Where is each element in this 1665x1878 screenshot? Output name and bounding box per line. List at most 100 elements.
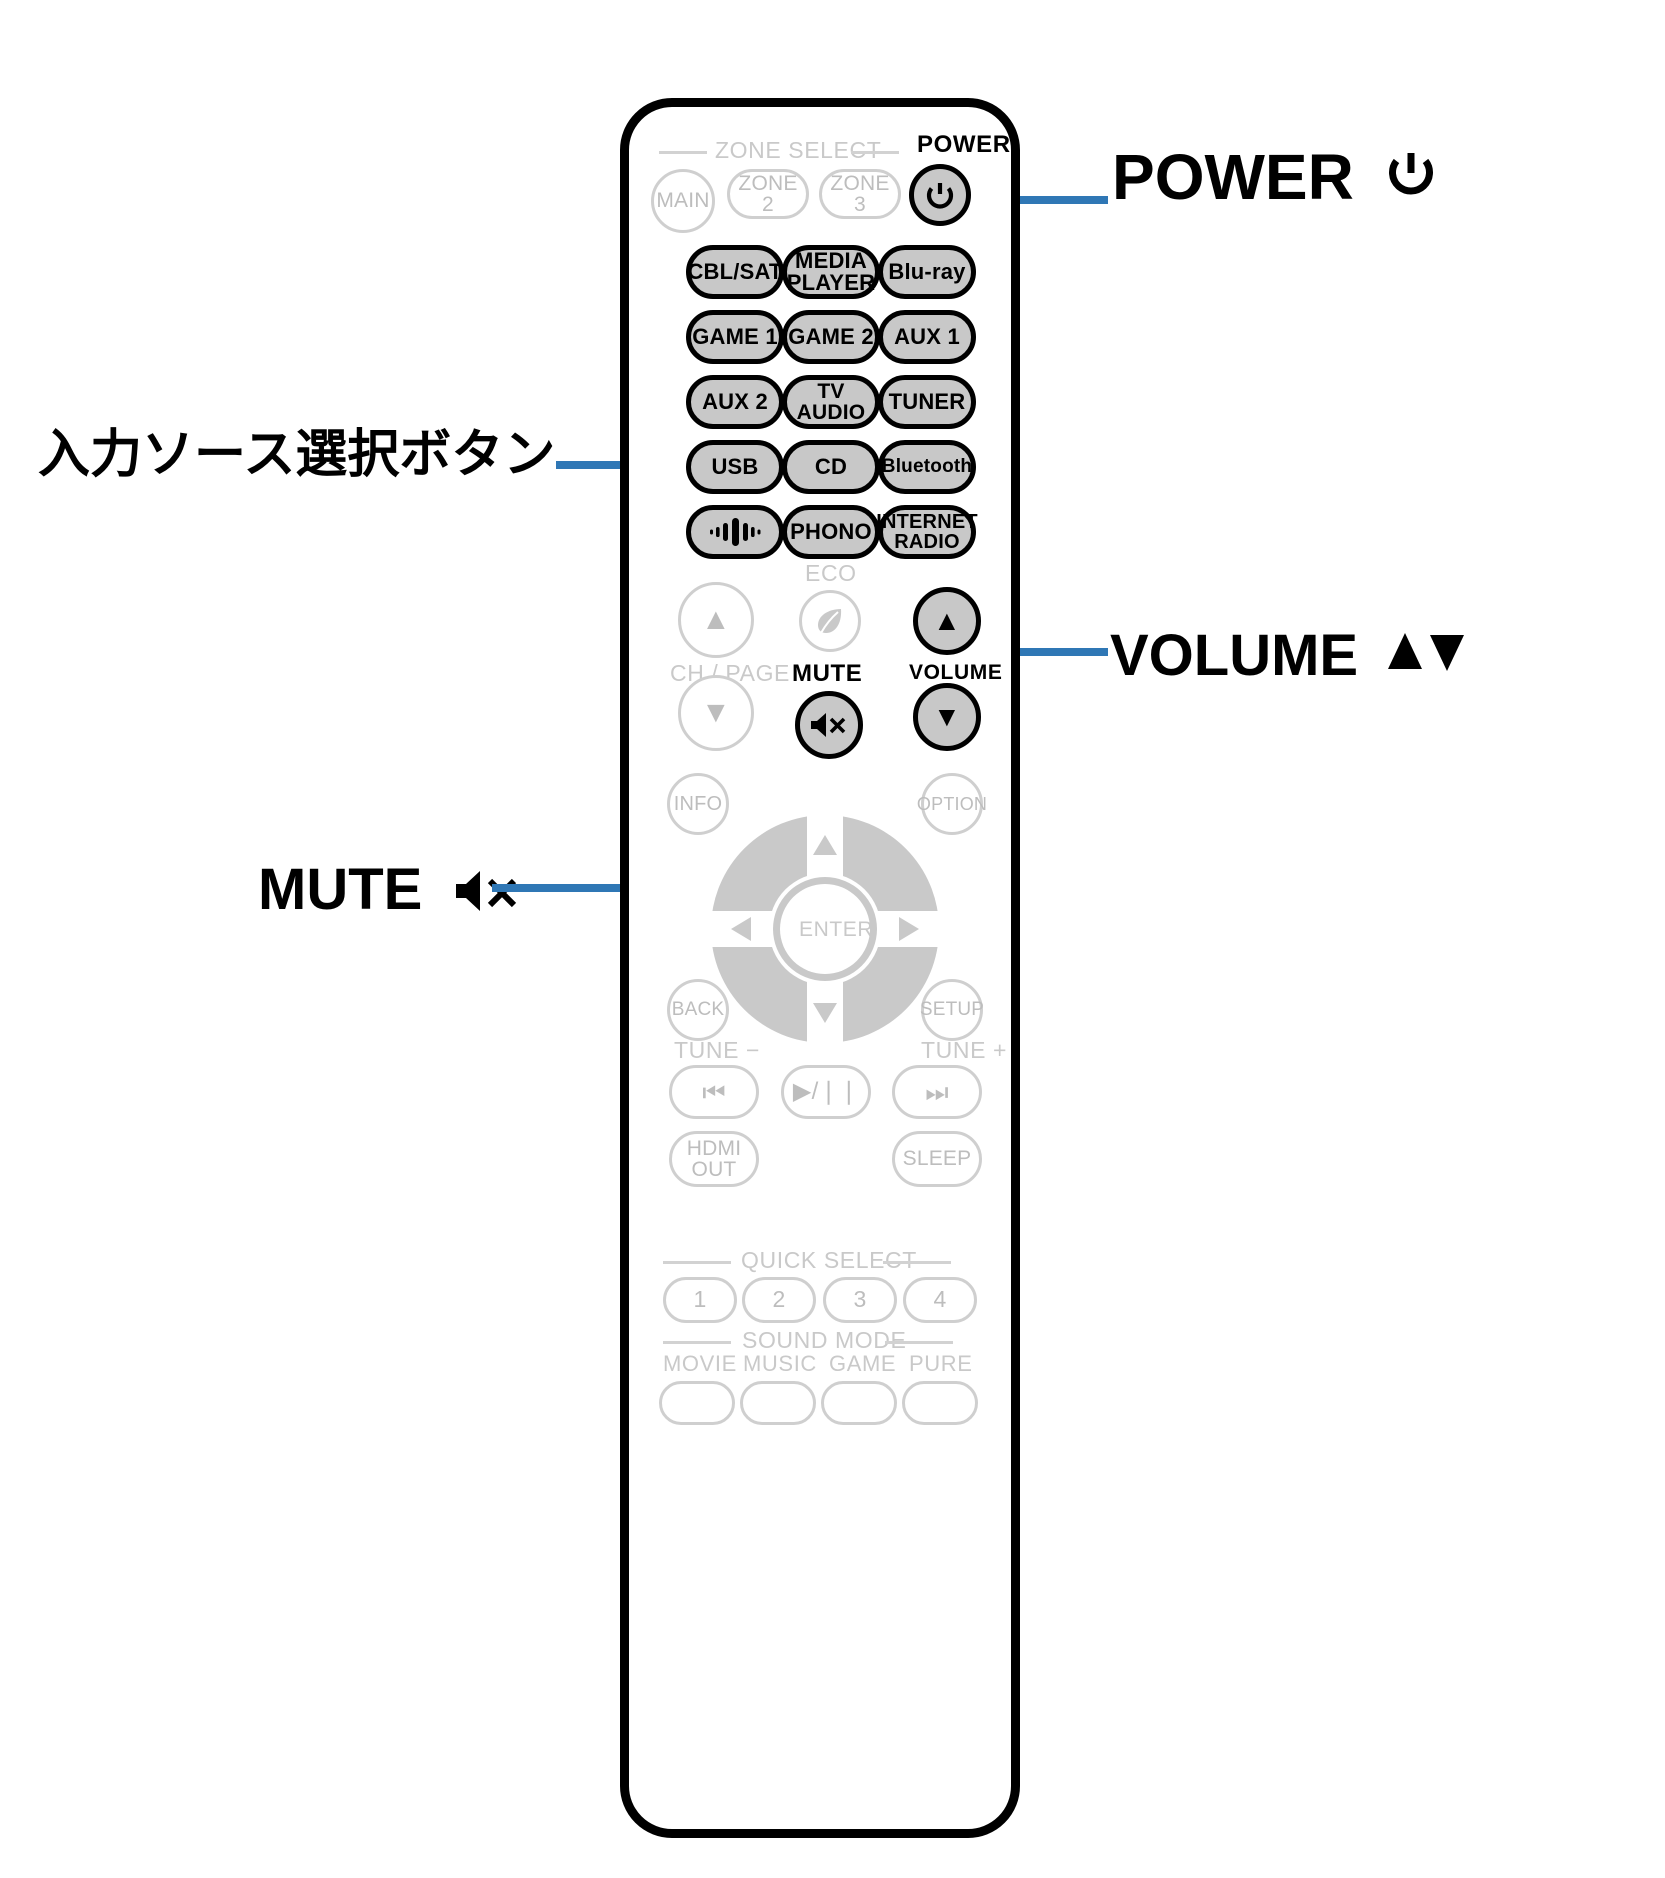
sleep-button[interactable]: SLEEP bbox=[892, 1131, 982, 1187]
source-button-usb-label: USB bbox=[711, 453, 759, 479]
quick-select-button-2-label: 2 bbox=[772, 1286, 786, 1313]
remote-control-body: ZONE SELECT MAIN ZONE 2 ZONE 3 POWER CBL… bbox=[620, 98, 1020, 1838]
callout-input-sources: 入力ソース選択ボタン bbox=[38, 412, 555, 487]
sound-mode-label-movie: MOVIE bbox=[663, 1351, 737, 1376]
option-button[interactable]: OPTION bbox=[917, 773, 987, 835]
callout-power: POWER bbox=[1112, 140, 1436, 214]
quick-select-button-2[interactable]: 2 bbox=[742, 1277, 816, 1323]
source-button-cd[interactable]: CD bbox=[782, 440, 880, 494]
source-button-media-player-line1: MEDIA bbox=[795, 247, 867, 273]
quick-select-button-3-label: 3 bbox=[853, 1286, 867, 1313]
option-button-label: OPTION bbox=[916, 793, 988, 814]
sound-mode-button-music[interactable] bbox=[740, 1381, 816, 1425]
zone-button-zone3[interactable]: ZONE 3 bbox=[819, 169, 901, 219]
sound-mode-label-game: GAME bbox=[829, 1351, 897, 1376]
callout-mute-label: MUTE bbox=[258, 857, 423, 922]
callout-volume-label: VOLUME bbox=[1110, 623, 1359, 688]
volume-caption: VOLUME bbox=[909, 661, 1003, 684]
zone-select-header: ZONE SELECT bbox=[715, 137, 882, 163]
quick-select-header: QUICK SELECT bbox=[741, 1247, 917, 1273]
source-button-internet-radio[interactable]: INTERNET RADIO bbox=[876, 505, 978, 559]
source-button-media-player-line2: PLAYER bbox=[786, 270, 876, 295]
sound-mode-button-game[interactable] bbox=[821, 1381, 897, 1425]
cursor-enter-label: ENTER bbox=[799, 918, 874, 941]
back-button[interactable]: BACK bbox=[667, 979, 729, 1041]
tune-minus-caption: TUNE − bbox=[674, 1037, 761, 1063]
source-button-internet-radio-line2: RADIO bbox=[894, 531, 960, 553]
source-button-aux-1-label: AUX 1 bbox=[894, 323, 960, 349]
zone-button-main[interactable]: MAIN bbox=[651, 169, 715, 233]
play-pause-button[interactable]: ▶/❘❘ bbox=[781, 1065, 871, 1119]
setup-button-label: SETUP bbox=[919, 999, 985, 1021]
source-button-aux-1[interactable]: AUX 1 bbox=[878, 310, 976, 364]
source-button-usb[interactable]: USB bbox=[686, 440, 784, 494]
callout-power-label: POWER bbox=[1112, 141, 1354, 213]
zone-select-rule-right bbox=[851, 151, 899, 154]
source-button-blu-ray[interactable]: Blu-ray bbox=[878, 245, 976, 299]
mute-button[interactable] bbox=[795, 691, 863, 759]
source-button-media-player[interactable]: MEDIA PLAYER bbox=[782, 245, 880, 299]
zone-button-zone2[interactable]: ZONE 2 bbox=[727, 169, 809, 219]
zone-button-zone2-label: ZONE 2 bbox=[738, 171, 798, 216]
volume-down-button[interactable]: ▼ bbox=[913, 683, 981, 751]
quick-select-button-1[interactable]: 1 bbox=[663, 1277, 737, 1323]
previous-button-label: ⏮ bbox=[702, 1076, 726, 1107]
ch-page-down-button[interactable]: ▼ bbox=[678, 675, 754, 751]
next-button[interactable]: ⏭ bbox=[892, 1065, 982, 1119]
source-button-heos[interactable] bbox=[686, 505, 784, 559]
hdmi-out-line1: HDMI bbox=[686, 1136, 742, 1160]
eco-button[interactable] bbox=[799, 590, 861, 652]
source-button-tv-audio[interactable]: TV AUDIO bbox=[782, 375, 880, 429]
setup-button[interactable]: SETUP bbox=[919, 979, 985, 1041]
volume-up-button[interactable]: ▲ bbox=[913, 587, 981, 655]
sound-mode-button-pure[interactable] bbox=[902, 1381, 978, 1425]
source-button-phono[interactable]: PHONO bbox=[782, 505, 880, 559]
zone-button-main-label: MAIN bbox=[656, 189, 710, 213]
info-button-label: INFO bbox=[673, 792, 723, 815]
source-button-game-1[interactable]: GAME 1 bbox=[686, 310, 784, 364]
previous-button[interactable]: ⏮ bbox=[669, 1065, 759, 1119]
source-button-blu-ray-label: Blu-ray bbox=[888, 258, 966, 284]
source-button-cbl-sat[interactable]: CBL/SAT bbox=[686, 245, 784, 299]
quick-select-button-4[interactable]: 4 bbox=[903, 1277, 977, 1323]
sound-mode-rule-left bbox=[663, 1341, 731, 1344]
ch-page-up-label: ▲ bbox=[701, 602, 731, 636]
callout-line-power bbox=[958, 196, 1108, 204]
sleep-button-label: SLEEP bbox=[902, 1147, 972, 1171]
callout-mute: MUTE bbox=[258, 856, 526, 923]
source-button-bluetooth-label: Bluetooth bbox=[881, 456, 973, 478]
source-button-cbl-sat-label: CBL/SAT bbox=[687, 258, 783, 284]
source-button-game-1-label: GAME 1 bbox=[692, 323, 778, 349]
play-pause-button-label: ▶/❘❘ bbox=[792, 1077, 860, 1105]
mute-icon bbox=[809, 710, 849, 740]
source-button-aux-2[interactable]: AUX 2 bbox=[686, 375, 784, 429]
up-down-triangles-icon bbox=[1386, 629, 1466, 675]
power-caption: POWER bbox=[917, 131, 1011, 158]
eco-caption: ECO bbox=[805, 560, 857, 586]
mute-caption: MUTE bbox=[792, 660, 863, 687]
zone-select-rule-left bbox=[659, 151, 707, 154]
power-icon bbox=[925, 179, 955, 211]
quick-select-button-3[interactable]: 3 bbox=[823, 1277, 897, 1323]
callout-line-volume bbox=[962, 648, 1108, 656]
ch-page-down-label: ▼ bbox=[701, 695, 731, 729]
ch-page-up-button[interactable]: ▲ bbox=[678, 582, 754, 658]
callout-line-input-sources bbox=[556, 461, 666, 469]
volume-up-label: ▲ bbox=[933, 604, 961, 636]
callout-volume: VOLUME bbox=[1110, 622, 1466, 689]
source-button-tuner[interactable]: TUNER bbox=[878, 375, 976, 429]
source-button-bluetooth[interactable]: Bluetooth bbox=[878, 440, 976, 494]
back-button-label: BACK bbox=[671, 999, 725, 1021]
sound-mode-button-movie[interactable] bbox=[659, 1381, 735, 1425]
hdmi-out-button[interactable]: HDMI OUT bbox=[669, 1131, 759, 1187]
next-button-label: ⏭ bbox=[925, 1076, 949, 1107]
power-button[interactable] bbox=[909, 164, 971, 226]
source-button-aux-2-label: AUX 2 bbox=[702, 388, 768, 414]
zone-button-zone3-label: ZONE 3 bbox=[830, 171, 890, 216]
heos-waveform-icon bbox=[707, 515, 763, 549]
cursor-pad[interactable] bbox=[709, 813, 941, 1045]
power-glyph-icon bbox=[1386, 149, 1436, 203]
source-button-game-2-label: GAME 2 bbox=[788, 323, 874, 349]
info-button[interactable]: INFO bbox=[667, 773, 729, 835]
source-button-game-2[interactable]: GAME 2 bbox=[782, 310, 880, 364]
